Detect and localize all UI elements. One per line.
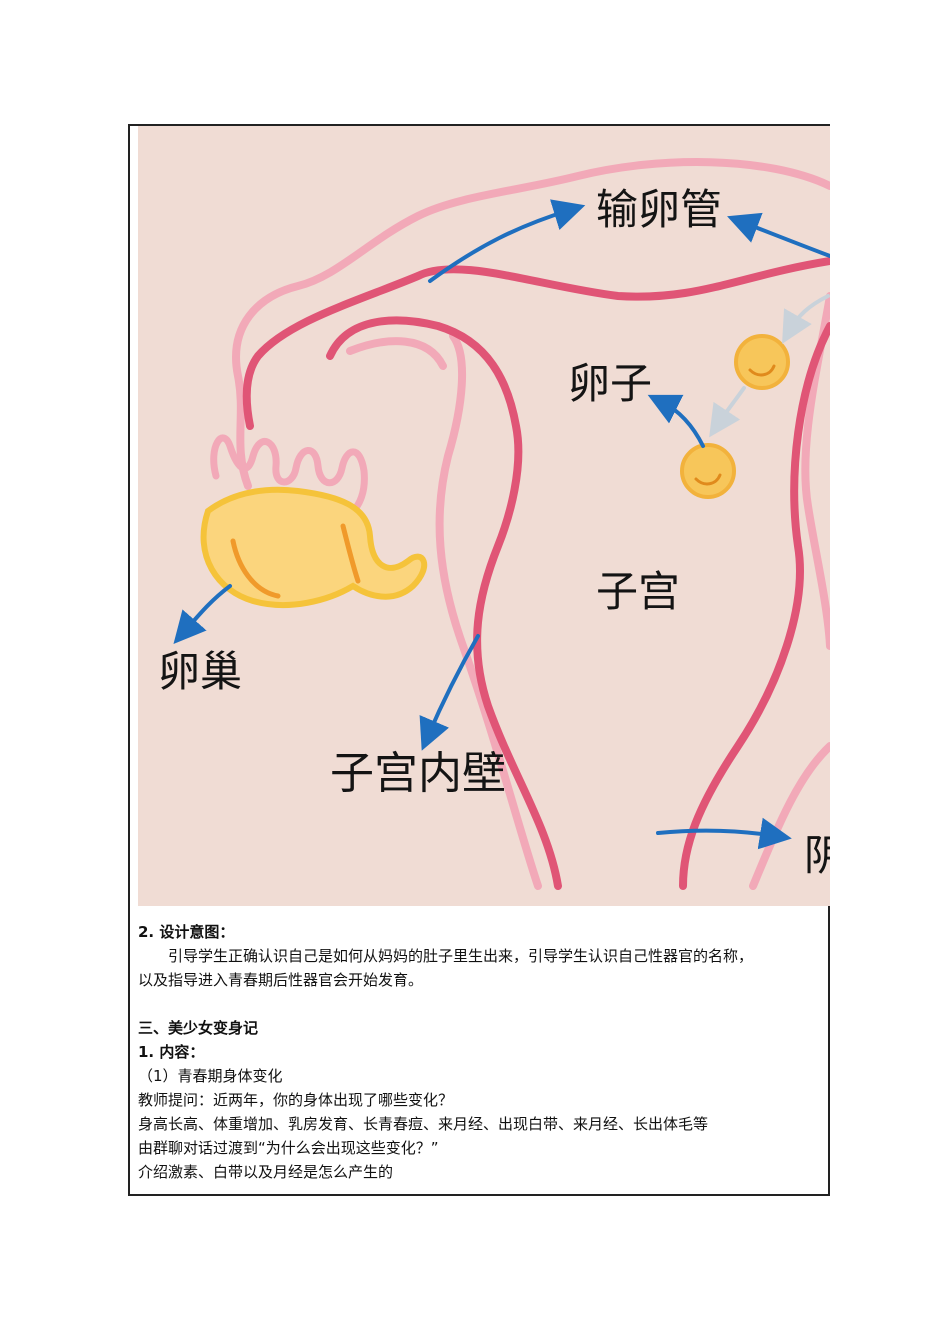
label-vagina-partial: 阴: [804, 831, 830, 880]
document-text: 2. 设计意图： 引导学生正确认识自己是如何从妈妈的肚子里生出来，引导学生认识自…: [138, 920, 824, 1184]
label-endometrium: 子宫内壁: [330, 748, 506, 799]
section3-line: 由群聊对话过渡到“为什么会出现这些变化？”: [138, 1139, 439, 1157]
arrow-to-ovary-label: [173, 584, 232, 645]
arrow-to-endometrium-label: [419, 634, 480, 751]
egg-lower: [680, 443, 736, 499]
section2-paragraph-line2: 以及指导进入青春期后性器官会开始发育。: [138, 971, 424, 989]
section3-line: （1）青春期身体变化: [138, 1067, 283, 1085]
label-uterus: 子宫: [596, 567, 680, 616]
section3-line: 身高长高、体重增加、乳房发育、长青春痘、来月经、出现白带、来月经、长出体毛等: [138, 1115, 709, 1133]
label-fallopian-tube: 输卵管: [596, 185, 722, 234]
uterus-wall-lines: [242, 257, 830, 890]
section2-paragraph-line1: 引导学生正确认识自己是如何从妈妈的肚子里生出来，引导学生认识自己性器官的名称，: [168, 947, 754, 965]
label-ovary: 卵巢: [158, 647, 242, 696]
arrow-to-tube-label: [428, 199, 586, 283]
arrow-to-vagina-label: [656, 817, 792, 850]
reproductive-diagram: 输卵管 卵子 子宫 卵巢 子宫内壁 阴: [138, 126, 830, 906]
fimbriae: [210, 434, 368, 518]
ovary: [200, 486, 428, 609]
pointer-arrows: [173, 199, 830, 850]
arrow-to-tube-label-right: [727, 212, 830, 258]
section3-subheading: 1. 内容：: [138, 1043, 205, 1061]
document-frame: 输卵管 卵子 子宫 卵巢 子宫内壁 阴 2. 设计意图： 引导学生正确认识自己是…: [128, 124, 830, 1196]
section3-line: 介绍激素、白带以及月经是怎么产生的: [138, 1163, 394, 1181]
section3-heading: 三、美少女变身记: [138, 1019, 259, 1037]
section2-heading: 2. 设计意图：: [138, 923, 235, 941]
label-egg: 卵子: [568, 359, 652, 408]
section3-line: 教师提问：近两年，你的身体出现了哪些变化？: [138, 1091, 454, 1109]
egg-upper: [734, 334, 790, 390]
arrow-to-egg-label: [647, 394, 705, 448]
spacer: [138, 992, 824, 1016]
